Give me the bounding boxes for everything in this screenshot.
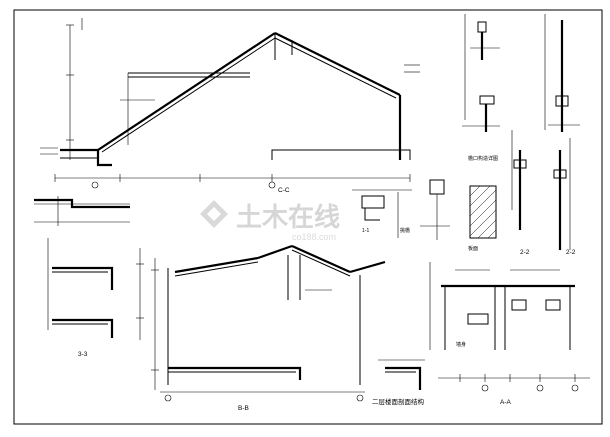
watermark-site: co188.com bbox=[292, 232, 336, 242]
section-22-label: 2-2 bbox=[520, 249, 530, 256]
section-aa-drawing bbox=[429, 262, 590, 392]
label-1-1: 1-1 bbox=[362, 228, 369, 234]
eave-detail-title: 檐口构造详图 bbox=[468, 155, 498, 162]
sheet-border bbox=[13, 9, 603, 425]
detail-center bbox=[352, 179, 450, 240]
panel-label: 板面 bbox=[468, 245, 478, 252]
section-aa-label: A-A bbox=[500, 399, 512, 406]
floor-profile-detail bbox=[378, 359, 425, 390]
section-33-label: 3-3 bbox=[78, 351, 88, 358]
section-cc-drawing bbox=[40, 18, 420, 189]
label-2-2-right: 2-2 bbox=[566, 249, 576, 256]
wall-label: 墙身 bbox=[456, 341, 466, 348]
watermark-logo bbox=[200, 200, 228, 228]
floor-profile-title: 二层楼面剖面结构 bbox=[372, 397, 425, 406]
section-cc-label: C-C bbox=[278, 187, 290, 194]
hatched-wall-block bbox=[469, 185, 497, 239]
dim-note: 挑檐 bbox=[400, 227, 410, 234]
eave-details bbox=[462, 14, 580, 250]
watermark: 土木在线 co188.com bbox=[200, 200, 340, 242]
watermark-brand: 土木在线 bbox=[236, 202, 340, 232]
section-bb-drawing bbox=[151, 244, 386, 402]
section-bb-label: B-B bbox=[238, 405, 249, 412]
slab-detail-left bbox=[34, 196, 130, 226]
detail-left-bottom bbox=[47, 238, 144, 340]
